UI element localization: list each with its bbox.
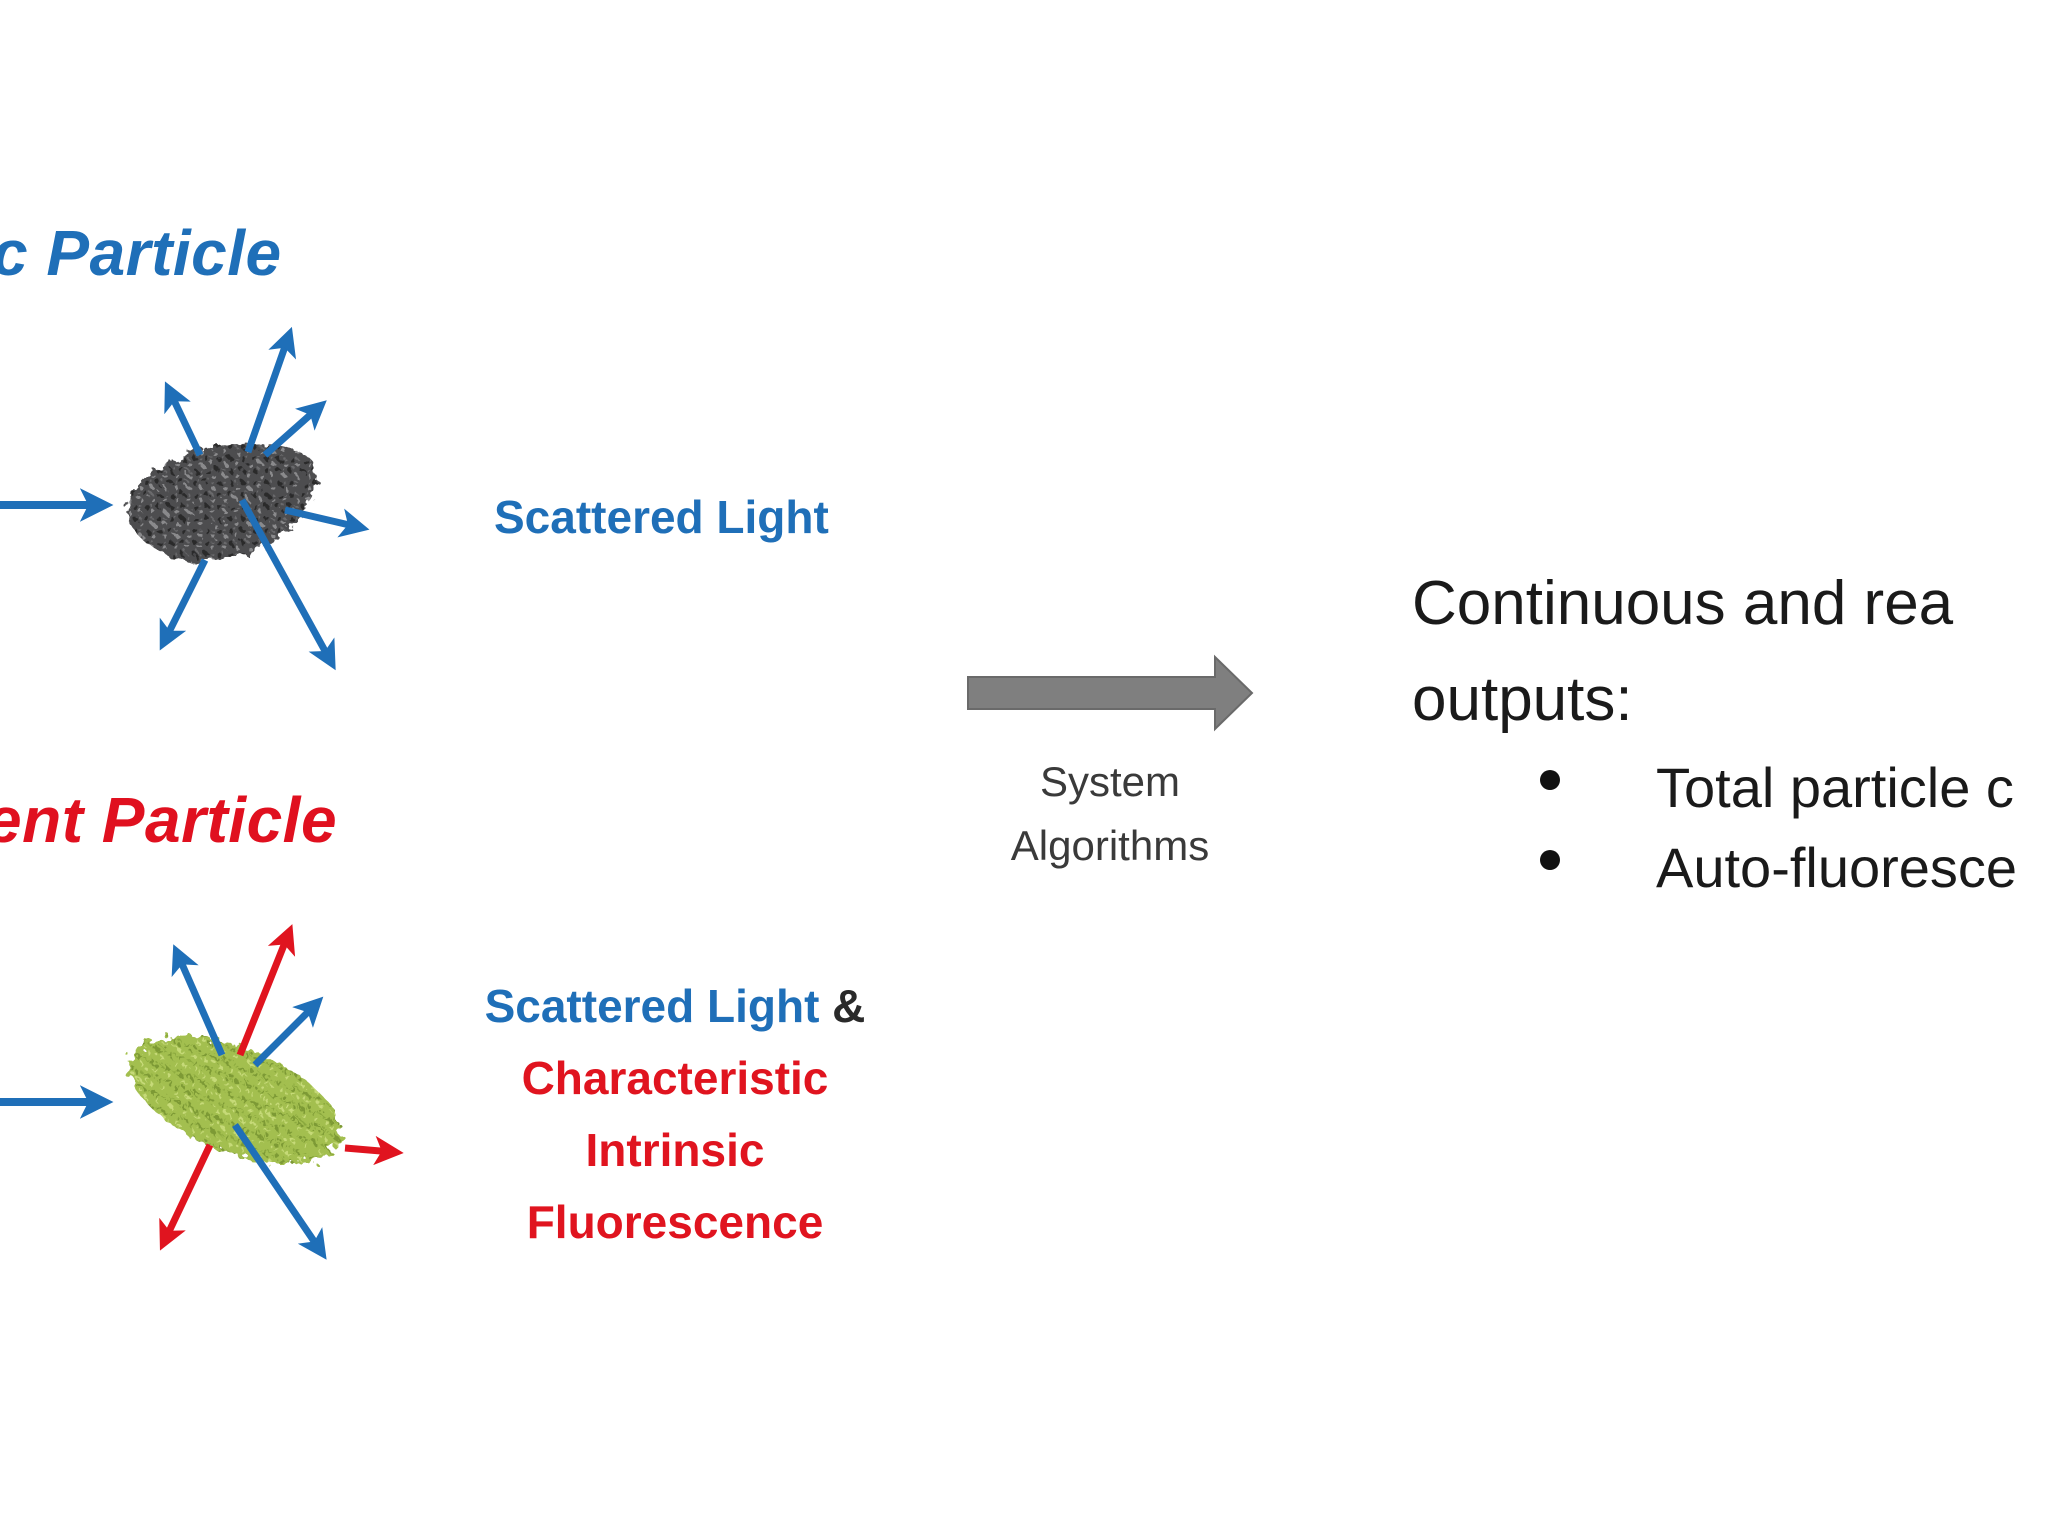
scattered-light-arrows-2 (171, 944, 327, 1260)
result-line-2: Characteristic (521, 1052, 829, 1104)
bullet-icon (1540, 850, 1560, 870)
scattered-light-arrows-1 (159, 326, 370, 671)
scatter-and-fluorescence-label: Scattered Light & Characteristic Intrins… (440, 970, 910, 1258)
system-label-line1: System (1039, 758, 1181, 805)
outputs-list-item: Total particle c (1530, 748, 2017, 828)
fluorescence-arrows (159, 924, 404, 1251)
output-item-text: Auto-fluoresce (1656, 836, 2018, 899)
output-item-text: Total particle c (1656, 756, 2014, 819)
fluorescent-particle-title: ent Particle (0, 784, 338, 856)
result-line-1: Scattered Light & (440, 970, 910, 1042)
process-arrow-icon (967, 654, 1254, 732)
system-label-line2: Algorithms (1010, 822, 1210, 869)
outputs-heading-line2: outputs: (1412, 665, 1633, 734)
bacterium-particle-icon (129, 1036, 341, 1164)
ampersand-text: & (819, 980, 866, 1032)
non-biologic-particle-title: c Particle (0, 217, 282, 289)
outputs-heading: Continuous and rea outputs: (1412, 556, 1953, 748)
scattered-light-label: Scattered Light (494, 491, 829, 543)
scattered-light-text: Scattered Light (484, 980, 820, 1032)
outputs-heading-line1: Continuous and rea (1412, 569, 1954, 638)
system-algorithms-label: System Algorithms (960, 750, 1260, 878)
result-line-4: Fluorescence (526, 1196, 824, 1248)
outputs-list-item: Auto-fluoresce (1530, 828, 2017, 908)
result-line-3: Intrinsic (585, 1124, 765, 1176)
outputs-list: Total particle c Auto-fluoresce (1530, 748, 2017, 908)
dust-particle-icon (125, 443, 317, 561)
bullet-icon (1540, 770, 1560, 790)
